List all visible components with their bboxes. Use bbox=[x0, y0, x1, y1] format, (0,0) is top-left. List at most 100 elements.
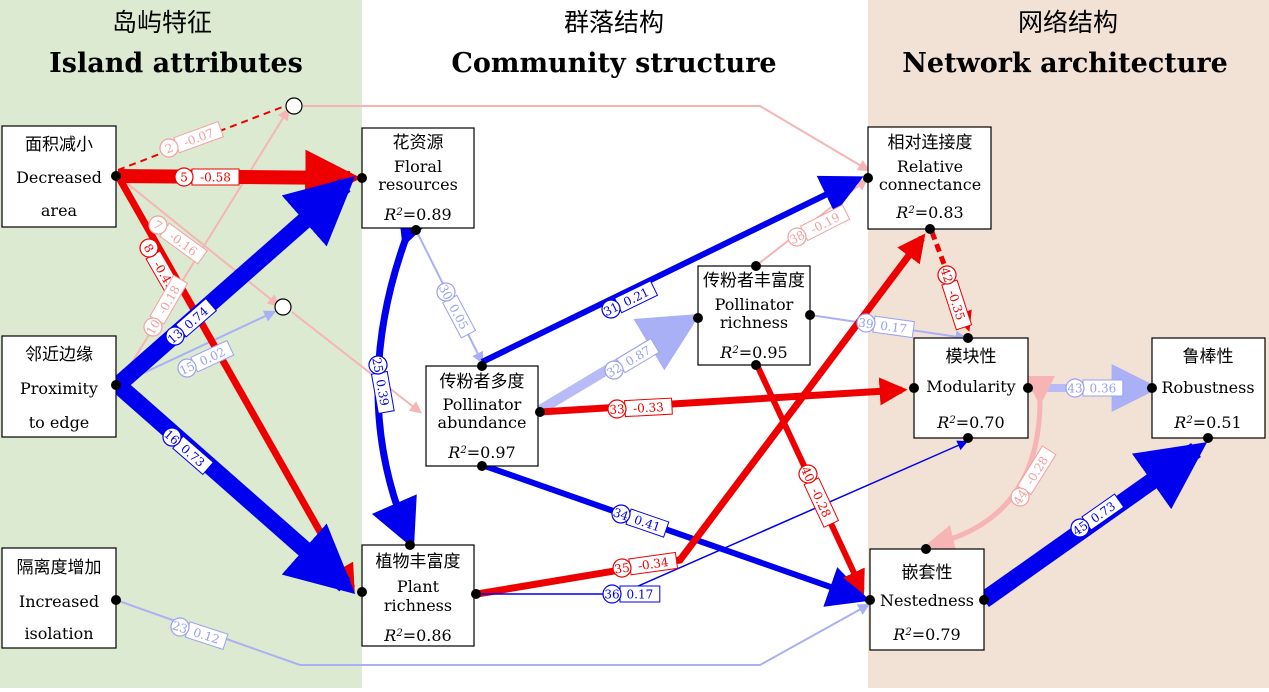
svg-text:隔离度增加: 隔离度增加 bbox=[17, 558, 102, 578]
node-plant-richness: 植物丰富度 Plant richness R2=0.86 bbox=[361, 544, 475, 647]
column-title-en-network: Network architecture bbox=[902, 48, 1228, 79]
node-pollinator-richness: 传粉者丰富度 Pollinator richness R2=0.95 bbox=[697, 265, 811, 366]
node-relative-connectance: 相对连接度 Relative connectance R2=0.83 bbox=[867, 126, 992, 230]
svg-text:Nestedness: Nestedness bbox=[880, 591, 974, 610]
column-title-zh-network: 网络结构 bbox=[1018, 8, 1118, 37]
svg-text:鲁棒性: 鲁棒性 bbox=[1183, 347, 1234, 367]
svg-text:R2=0.79: R2=0.79 bbox=[892, 625, 960, 644]
path-label-33: 33 -0.33 bbox=[607, 397, 673, 419]
path-label-coef: 0.17 bbox=[879, 319, 907, 337]
path-label-id: 35 bbox=[614, 560, 631, 576]
svg-text:R2=0.51: R2=0.51 bbox=[1173, 413, 1241, 432]
svg-text:传粉者多度: 传粉者多度 bbox=[440, 372, 525, 392]
svg-text:Robustness: Robustness bbox=[1161, 378, 1254, 397]
node-floral-resources: 花资源 Floral resources R2=0.89 bbox=[361, 127, 475, 229]
svg-text:花资源: 花资源 bbox=[393, 133, 444, 153]
path-label-id: 10 bbox=[144, 317, 164, 337]
path-label-coef: 0.17 bbox=[627, 588, 654, 602]
svg-text:R2=0.83: R2=0.83 bbox=[895, 203, 963, 222]
path-label-id: 36 bbox=[604, 588, 619, 602]
svg-text:Modularity: Modularity bbox=[926, 377, 1015, 396]
path-edge-to-floral bbox=[112, 176, 356, 392]
svg-text:Relative: Relative bbox=[897, 157, 963, 176]
svg-text:邻近边缘: 邻近边缘 bbox=[25, 345, 93, 365]
path-label-id: 39 bbox=[857, 315, 874, 331]
svg-text:to edge: to edge bbox=[29, 413, 90, 432]
path-label-id: 32 bbox=[604, 360, 624, 380]
svg-text:Proximity: Proximity bbox=[20, 379, 98, 398]
path-circle-top-to-connectance bbox=[303, 105, 871, 172]
path-area-to-circle-mid bbox=[117, 175, 280, 307]
path-label-id: 40 bbox=[798, 464, 817, 484]
svg-text:R2=0.97: R2=0.97 bbox=[447, 443, 515, 462]
path-label-id: 43 bbox=[1067, 382, 1082, 396]
unnamed-node-top bbox=[285, 97, 303, 115]
path-label-id: 31 bbox=[601, 300, 621, 319]
path-label-id: 5 bbox=[180, 171, 188, 185]
svg-text:R2=0.89: R2=0.89 bbox=[383, 205, 451, 224]
path-label-25: 250.39 bbox=[368, 355, 395, 415]
node-nestedness: 嵌套性 Nestedness R2=0.79 bbox=[869, 548, 985, 651]
path-label-45: 450.73 bbox=[1070, 493, 1125, 539]
svg-text:isolation: isolation bbox=[24, 624, 93, 643]
node-robustness: 鲁棒性 Robustness R2=0.51 bbox=[1151, 337, 1266, 439]
path-label-coef: -0.34 bbox=[637, 555, 670, 573]
node-modularity: 模块性 Modularity R2=0.70 bbox=[913, 337, 1029, 439]
svg-text:植物丰富度: 植物丰富度 bbox=[376, 552, 461, 572]
path-label-id: 38 bbox=[787, 228, 807, 247]
column-title-en-community: Community structure bbox=[451, 48, 776, 79]
svg-text:R2=0.95: R2=0.95 bbox=[719, 343, 787, 362]
svg-text:嵌套性: 嵌套性 bbox=[902, 563, 953, 583]
path-label-coef: -0.33 bbox=[633, 400, 664, 416]
svg-text:resources: resources bbox=[378, 175, 458, 194]
path-label-32: 320.87 bbox=[604, 337, 660, 380]
node-increased-isolation: 隔离度增加 Increased isolation bbox=[1, 547, 117, 649]
path-label-13: 130.74 bbox=[165, 297, 218, 347]
path-label-5: 5 -0.58 bbox=[174, 167, 240, 187]
svg-text:传粉者丰富度: 传粉者丰富度 bbox=[703, 271, 805, 291]
path-label-30: 300.05 bbox=[436, 282, 477, 339]
path-label-coef: -0.58 bbox=[200, 171, 231, 185]
svg-text:Floral: Floral bbox=[394, 157, 442, 176]
path-label-coef: 0.39 bbox=[373, 378, 391, 407]
svg-text:Increased: Increased bbox=[19, 592, 99, 611]
svg-text:面积减小: 面积减小 bbox=[25, 135, 93, 155]
svg-text:相对连接度: 相对连接度 bbox=[888, 133, 973, 153]
path-label-id: 42 bbox=[938, 266, 956, 285]
path-label-id: 30 bbox=[436, 282, 456, 302]
path-label-id: 2 bbox=[163, 141, 175, 157]
svg-text:abundance: abundance bbox=[438, 413, 527, 432]
svg-text:richness: richness bbox=[384, 596, 452, 615]
path-pabund-to-nestedness bbox=[481, 462, 870, 607]
path-label-id: 33 bbox=[609, 402, 625, 417]
svg-text:connectance: connectance bbox=[879, 175, 981, 194]
svg-text:area: area bbox=[41, 201, 78, 220]
path-pabund-to-connectance bbox=[480, 175, 864, 365]
svg-text:R2=0.70: R2=0.70 bbox=[936, 413, 1004, 432]
path-label-coef: 0.36 bbox=[1090, 382, 1117, 396]
path-label-id: 23 bbox=[170, 618, 189, 636]
svg-text:Decreased: Decreased bbox=[16, 168, 102, 187]
path-plant-to-connectance bbox=[476, 233, 926, 598]
path-edge-to-plant bbox=[112, 378, 356, 594]
svg-text:R2=0.86: R2=0.86 bbox=[383, 626, 451, 645]
unnamed-node-mid bbox=[274, 298, 292, 316]
path-label-id: 25 bbox=[369, 356, 385, 373]
svg-text:Plant: Plant bbox=[397, 577, 440, 596]
svg-text:Pollinator: Pollinator bbox=[443, 395, 522, 414]
column-title-zh-community: 群落结构 bbox=[564, 8, 664, 37]
path-pabund-to-modularity bbox=[539, 377, 908, 416]
path-label-38: 38-0.19 bbox=[787, 204, 851, 247]
node-proximity-to-edge: 邻近边缘 Proximity to edge bbox=[1, 335, 117, 438]
svg-text:Pollinator: Pollinator bbox=[715, 295, 794, 314]
column-title-zh-island: 岛屿特征 bbox=[112, 8, 212, 37]
anchor-dots bbox=[111, 171, 1213, 605]
svg-text:模块性: 模块性 bbox=[946, 347, 997, 367]
node-decreased-area: 面积减小 Decreased area bbox=[1, 125, 117, 228]
path-label-id: 15 bbox=[177, 359, 197, 378]
